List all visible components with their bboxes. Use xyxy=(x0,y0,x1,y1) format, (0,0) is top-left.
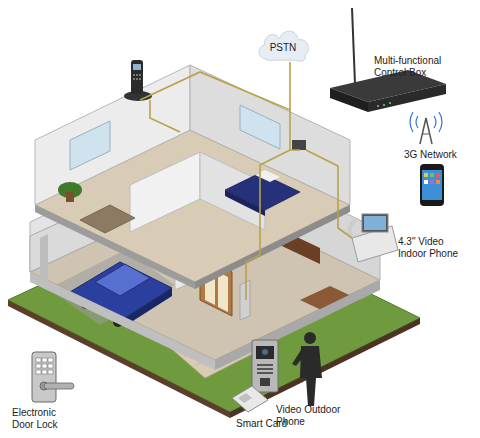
window xyxy=(240,105,280,149)
cell-tower xyxy=(410,112,442,144)
plant xyxy=(58,182,82,202)
front-wall xyxy=(30,272,215,370)
outdoor-video-phone xyxy=(252,340,278,392)
indoor-video-phone xyxy=(350,214,398,262)
cordless-phone xyxy=(124,60,152,101)
device-label: Multi-functional Control Box xyxy=(374,55,470,79)
door-pillar xyxy=(240,280,250,320)
person xyxy=(292,332,322,406)
smartphone xyxy=(420,164,444,206)
cloud-node: PSTN xyxy=(254,26,312,64)
device-label: Video Outdoor Phone xyxy=(276,404,350,428)
front-wall xyxy=(215,280,380,370)
cloud-outline xyxy=(259,31,308,61)
window xyxy=(70,121,110,170)
upper-floor-edge xyxy=(35,205,195,289)
smart-card xyxy=(232,386,268,412)
device-label: 3G Network xyxy=(404,149,466,161)
device-label: Electronic Door Lock xyxy=(12,407,76,431)
electronic-door-lock xyxy=(32,352,74,402)
door-glass xyxy=(218,272,228,312)
partition-wall xyxy=(130,152,200,232)
wiring xyxy=(140,62,352,300)
cloud-label: PSTN xyxy=(270,42,297,54)
upper-floor-edge xyxy=(195,205,350,289)
wall-panel xyxy=(292,140,306,150)
bed xyxy=(225,170,300,216)
device-label: 4.3" Video Indoor Phone xyxy=(398,236,468,260)
sofa xyxy=(80,205,135,233)
